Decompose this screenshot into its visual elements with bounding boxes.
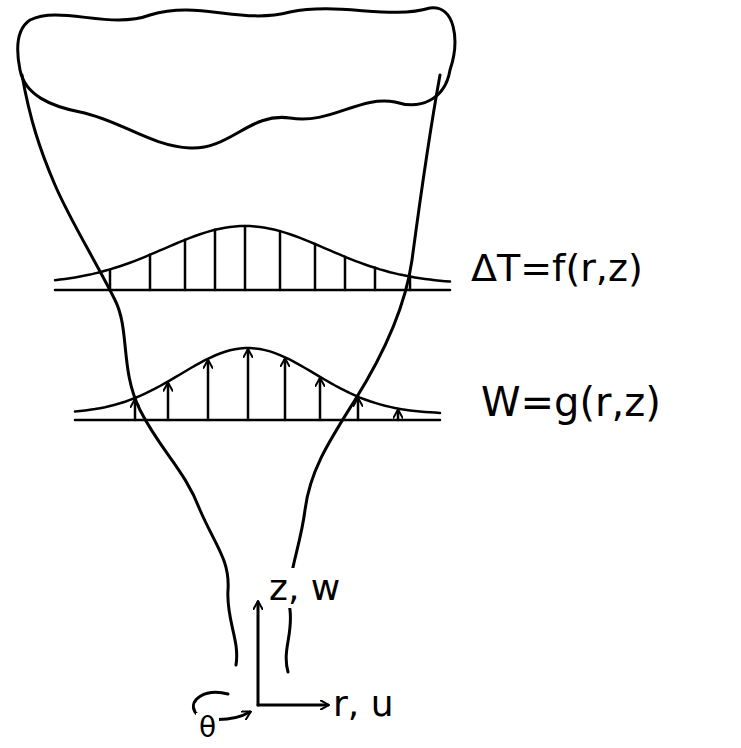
- temperature-equation: ΔT=f(r,z): [468, 248, 646, 290]
- velocity-arrow: [319, 379, 322, 420]
- radial-axis-label: r, u: [330, 684, 397, 724]
- r-axis-arrow: [258, 704, 328, 707]
- velocity-arrow: [134, 400, 137, 420]
- temperature-profile-curve: [55, 226, 450, 282]
- velocity-arrow: [247, 350, 250, 420]
- temperature-bar: [149, 255, 152, 290]
- plume-left-edge: [22, 75, 237, 665]
- azimuth-label: θ: [196, 713, 219, 744]
- temperature-bar: [214, 230, 217, 290]
- velocity-profile-baseline: [75, 419, 440, 422]
- velocity-arrow: [357, 399, 360, 420]
- temperature-profile-baseline: [55, 289, 450, 292]
- temperature-bar: [409, 277, 412, 290]
- velocity-arrow: [207, 361, 210, 420]
- velocity-arrow: [167, 384, 170, 421]
- vertical-axis-label: z, w: [266, 568, 343, 608]
- temperature-bar: [314, 244, 317, 290]
- cloud-top: [18, 8, 455, 148]
- z-axis-arrow: [257, 602, 260, 705]
- temperature-bar: [344, 257, 347, 290]
- velocity-arrow: [397, 411, 400, 421]
- temperature-bar: [374, 268, 377, 290]
- temperature-bar: [184, 240, 187, 290]
- velocity-arrow: [284, 359, 287, 420]
- temperature-bar: [244, 226, 247, 290]
- temperature-bar: [109, 269, 112, 290]
- velocity-equation: W=g(r,z): [478, 380, 664, 424]
- temperature-bar: [279, 231, 282, 290]
- velocity-profile-curve: [75, 348, 440, 413]
